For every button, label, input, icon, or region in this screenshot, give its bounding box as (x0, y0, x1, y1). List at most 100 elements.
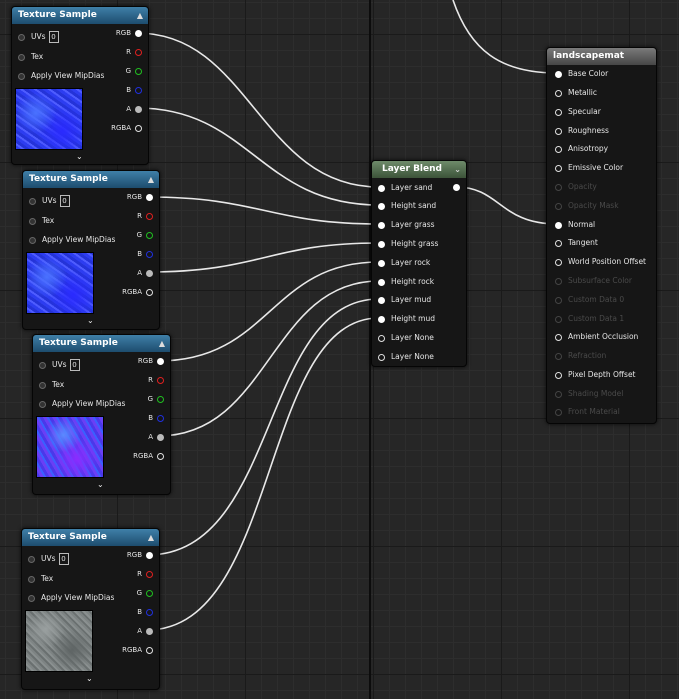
output-b[interactable]: B (148, 414, 164, 422)
node-title[interactable]: Texture Sample▲ (12, 7, 148, 24)
input-pin-icon[interactable] (39, 381, 46, 389)
output-rgb[interactable]: RGB (127, 551, 153, 559)
input-pin-icon[interactable] (555, 145, 562, 153)
output-pin-icon[interactable] (135, 29, 142, 37)
input-pin-icon[interactable] (28, 575, 35, 583)
output-pin-icon[interactable] (146, 288, 153, 296)
output-a[interactable]: A (137, 269, 153, 277)
input-layer-rock[interactable]: Layer rock (378, 258, 430, 267)
output-r[interactable]: R (137, 570, 153, 578)
input-roughness[interactable]: Roughness (555, 126, 609, 135)
input-layer-sand[interactable]: Layer sand (378, 183, 432, 192)
material-result-node[interactable]: landscapemat Base Color Metallic Specula… (546, 47, 657, 424)
output-pin-icon[interactable] (146, 570, 153, 578)
input-pin-icon[interactable] (18, 72, 25, 80)
input-pin-icon[interactable] (555, 89, 562, 97)
output-b[interactable]: B (126, 86, 142, 94)
output-rgba[interactable]: RGBA (133, 452, 164, 460)
mip-bias-input[interactable]: Apply View MipDias (18, 71, 104, 80)
output-r[interactable]: R (148, 376, 164, 384)
input-layer-none-1[interactable]: Layer None (378, 333, 434, 342)
collapse-icon[interactable]: ▲ (158, 339, 165, 348)
expand-chevron-icon[interactable]: ⌄ (97, 480, 104, 489)
input-pin-icon[interactable] (378, 296, 385, 304)
input-pin-icon[interactable] (378, 202, 385, 210)
input-pin-icon[interactable] (555, 164, 562, 172)
output-pin-icon[interactable] (135, 124, 142, 132)
collapse-icon[interactable]: ▲ (147, 533, 154, 542)
input-pin-icon[interactable] (378, 240, 385, 248)
output-pin-icon[interactable] (157, 452, 164, 460)
output-b[interactable]: B (137, 608, 153, 616)
output-rgba[interactable]: RGBA (122, 646, 153, 654)
output-pin-icon[interactable] (146, 646, 153, 654)
input-pin-icon[interactable] (39, 400, 46, 408)
output-pin-icon[interactable] (146, 589, 153, 597)
input-layer-grass[interactable]: Layer grass (378, 220, 435, 229)
uvs-value-field[interactable]: 0 (59, 195, 70, 207)
input-height-rock[interactable]: Height rock (378, 277, 434, 286)
output-rgb[interactable]: RGB (138, 357, 164, 365)
output-rgba[interactable]: RGBA (111, 124, 142, 132)
uvs-value-field[interactable]: 0 (48, 31, 59, 43)
expand-chevron-icon[interactable]: ⌄ (87, 316, 94, 325)
expand-chevron-icon[interactable]: ⌄ (76, 152, 83, 161)
input-pin-icon[interactable] (29, 197, 36, 205)
input-pin-icon[interactable] (28, 594, 35, 602)
input-pin-icon[interactable] (555, 371, 562, 379)
input-pin-icon[interactable] (378, 353, 385, 361)
input-pin-icon[interactable] (555, 239, 562, 247)
input-anisotropy[interactable]: Anisotropy (555, 144, 608, 153)
output-pin-icon[interactable] (135, 86, 142, 94)
output-g[interactable]: G (148, 395, 164, 403)
output-pin-icon[interactable] (146, 269, 153, 277)
tex-input[interactable]: Tex (28, 574, 53, 583)
output-g[interactable]: G (137, 589, 153, 597)
input-metallic[interactable]: Metallic (555, 88, 597, 97)
output-pin-icon[interactable] (135, 105, 142, 113)
output-r[interactable]: R (126, 48, 142, 56)
input-pin-icon[interactable] (555, 127, 562, 135)
input-ambient-occlusion[interactable]: Ambient Occlusion (555, 332, 638, 341)
output-a[interactable]: A (126, 105, 142, 113)
tex-input[interactable]: Tex (39, 380, 64, 389)
input-height-sand[interactable]: Height sand (378, 201, 436, 210)
tex-input[interactable]: Tex (29, 216, 54, 225)
node-title[interactable]: Texture Sample▲ (22, 529, 159, 546)
tex-input[interactable]: Tex (18, 52, 43, 61)
uvs-value-field[interactable]: 0 (58, 553, 69, 565)
mip-bias-input[interactable]: Apply View MipDias (39, 399, 125, 408)
output-pin-icon[interactable] (453, 183, 460, 191)
output-a[interactable]: A (148, 433, 164, 441)
output-g[interactable]: G (137, 231, 153, 239)
collapse-icon[interactable]: ⌄ (454, 165, 461, 174)
input-pin-icon[interactable] (555, 70, 562, 78)
input-pin-icon[interactable] (28, 555, 35, 563)
layer-blend-node[interactable]: Layer Blend⌄ Layer sand Height sand Laye… (371, 160, 467, 367)
input-pin-icon[interactable] (555, 221, 562, 229)
input-pin-icon[interactable] (555, 258, 562, 266)
output-g[interactable]: G (126, 67, 142, 75)
input-base-color[interactable]: Base Color (555, 69, 608, 78)
node-title[interactable]: Layer Blend⌄ (372, 161, 466, 178)
input-specular[interactable]: Specular (555, 107, 601, 116)
output-b[interactable]: B (137, 250, 153, 258)
output-pin-icon[interactable] (157, 357, 164, 365)
input-pin-icon[interactable] (378, 184, 385, 192)
output-pin-icon[interactable] (135, 67, 142, 75)
input-pin-icon[interactable] (18, 33, 25, 41)
output-rgb[interactable]: RGB (116, 29, 142, 37)
output-pin-icon[interactable] (146, 627, 153, 635)
input-pin-icon[interactable] (18, 53, 25, 61)
output-rgba[interactable]: RGBA (122, 288, 153, 296)
input-pin-icon[interactable] (29, 236, 36, 244)
mip-bias-input[interactable]: Apply View MipDias (29, 235, 115, 244)
output-pin-icon[interactable] (146, 231, 153, 239)
output-r[interactable]: R (137, 212, 153, 220)
input-pin-icon[interactable] (39, 361, 46, 369)
output-pin-icon[interactable] (146, 608, 153, 616)
